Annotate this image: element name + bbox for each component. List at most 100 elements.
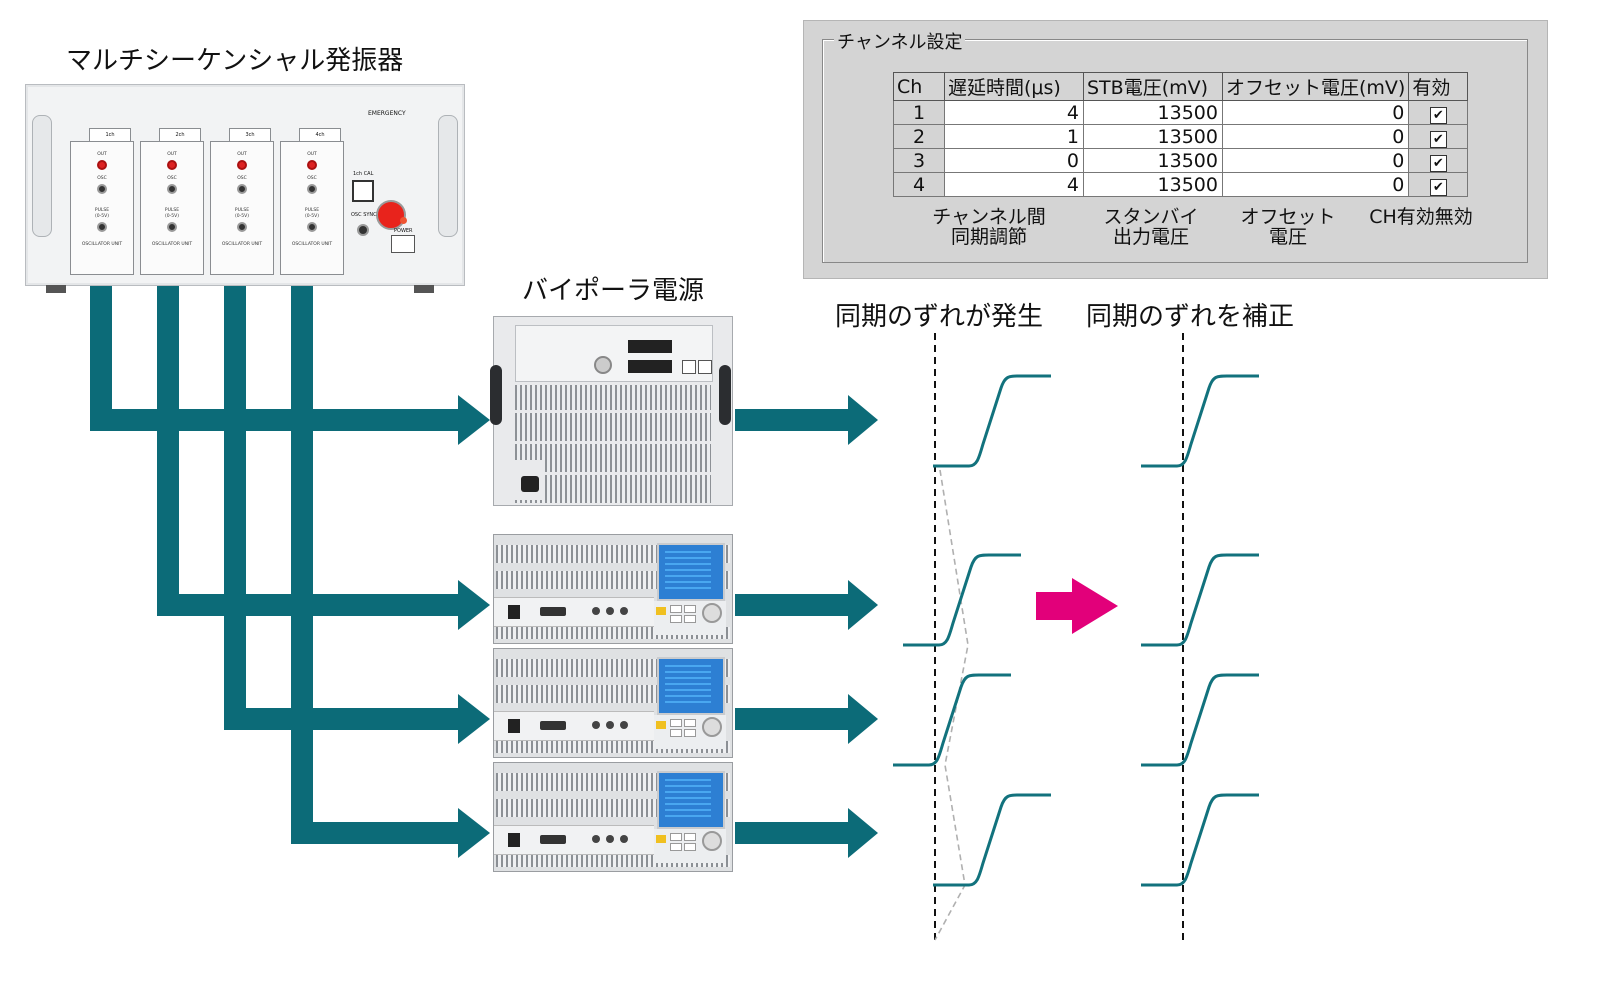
power-switch[interactable] [508, 605, 520, 619]
pulse-jack[interactable] [97, 222, 107, 232]
cell-delay[interactable]: 4 [944, 100, 1084, 125]
unit-tab: 4ch [299, 128, 341, 141]
unit-tab: 1ch [89, 128, 131, 141]
key[interactable] [684, 605, 696, 613]
cell-ch: 1 [893, 100, 945, 125]
unit-name: OSCILLATOR UNIT [291, 242, 333, 247]
enabled-checkbox[interactable]: ✔ [1429, 106, 1447, 124]
cell-ch: 4 [893, 172, 945, 197]
psu-grille-bands [515, 385, 711, 503]
power-switch[interactable] [391, 235, 415, 253]
enabled-checkbox[interactable]: ✔ [1429, 178, 1447, 196]
terminal[interactable] [606, 607, 614, 615]
osc-jack[interactable] [307, 184, 317, 194]
pulse-jack[interactable] [307, 222, 317, 232]
power-supply-unit [493, 648, 733, 758]
pulse-jack[interactable] [237, 222, 247, 232]
psu-display [628, 340, 672, 353]
psu-button[interactable] [682, 360, 696, 374]
key[interactable] [670, 833, 682, 841]
flow-line-ch2 [157, 282, 460, 616]
terminal[interactable] [606, 721, 614, 729]
osc-jack[interactable] [167, 184, 177, 194]
cell-stb[interactable]: 13500 [1083, 148, 1223, 173]
cell-offset[interactable]: 0 [1221, 172, 1410, 197]
flow-arrowhead-out-4 [848, 808, 878, 858]
cell-offset[interactable]: 0 [1221, 124, 1410, 149]
psu-knob[interactable] [594, 356, 612, 374]
enabled-checkbox[interactable]: ✔ [1429, 154, 1447, 172]
cell-stb[interactable]: 13500 [1083, 100, 1223, 125]
unit-tab: 2ch [159, 128, 201, 141]
waveform-unsynced [903, 553, 1021, 647]
terminal[interactable] [592, 721, 600, 729]
out-label: OUT [237, 152, 247, 157]
caption-sync: チャンネル間 同期調節 [929, 207, 1049, 247]
cal-label: 1ch CAL [353, 171, 374, 177]
cell-stb[interactable]: 13500 [1083, 124, 1223, 149]
rotary-knob[interactable] [702, 603, 722, 623]
out-jack[interactable] [97, 160, 107, 170]
rotary-knob[interactable] [702, 717, 722, 737]
channel-settings-group [822, 39, 1528, 263]
cell-delay[interactable]: 0 [944, 148, 1084, 173]
caption-line: スタンバイ [1103, 206, 1199, 228]
cell-delay[interactable]: 4 [944, 172, 1084, 197]
header-ch: Ch [893, 72, 945, 101]
key[interactable] [684, 729, 696, 737]
key[interactable] [670, 605, 682, 613]
key[interactable] [670, 843, 682, 851]
terminal[interactable] [620, 835, 628, 843]
pulse-label: PULSE [164, 208, 180, 213]
waveform-unsynced [893, 673, 1011, 767]
sync-error-title: 同期のずれが発生 [835, 302, 1044, 332]
terminal[interactable] [592, 607, 600, 615]
out-jack[interactable] [237, 160, 247, 170]
cell-offset[interactable]: 0 [1221, 148, 1410, 173]
osc-jack[interactable] [97, 184, 107, 194]
pulse-jack[interactable] [167, 222, 177, 232]
cell-offset[interactable]: 0 [1221, 100, 1410, 125]
osc-jack[interactable] [237, 184, 247, 194]
terminal[interactable] [606, 835, 614, 843]
out-jack[interactable] [167, 160, 177, 170]
cell-delay[interactable]: 1 [944, 124, 1084, 149]
flow-line-ch4 [291, 282, 460, 844]
pulse-range-label: (0-5V) [165, 214, 179, 219]
psu-control-panel [515, 325, 713, 382]
rotary-knob[interactable] [702, 831, 722, 851]
right-handle [438, 115, 458, 237]
power-switch[interactable] [508, 833, 520, 847]
psu-button[interactable] [698, 360, 712, 374]
cal-button[interactable] [352, 180, 374, 202]
out-jack[interactable] [307, 160, 317, 170]
terminal[interactable] [620, 607, 628, 615]
terminal[interactable] [592, 835, 600, 843]
enabled-checkbox[interactable]: ✔ [1429, 130, 1447, 148]
key[interactable] [684, 615, 696, 623]
emergency-button[interactable] [376, 200, 406, 230]
power-switch[interactable] [508, 719, 520, 733]
key[interactable] [684, 719, 696, 727]
key[interactable] [670, 729, 682, 737]
skew-indicator [934, 469, 969, 941]
terminal[interactable] [620, 721, 628, 729]
waveform-unsynced [933, 374, 1051, 468]
key[interactable] [670, 719, 682, 727]
psu-handle-left [490, 365, 502, 425]
key[interactable] [656, 607, 666, 615]
key[interactable] [684, 833, 696, 841]
key[interactable] [656, 835, 666, 843]
cell-stb[interactable]: 13500 [1083, 172, 1223, 197]
psu-display [628, 360, 672, 373]
lcd-screen [657, 771, 725, 829]
key[interactable] [684, 843, 696, 851]
key[interactable] [656, 721, 666, 729]
key[interactable] [670, 615, 682, 623]
osc-sync-jack[interactable] [357, 224, 369, 236]
